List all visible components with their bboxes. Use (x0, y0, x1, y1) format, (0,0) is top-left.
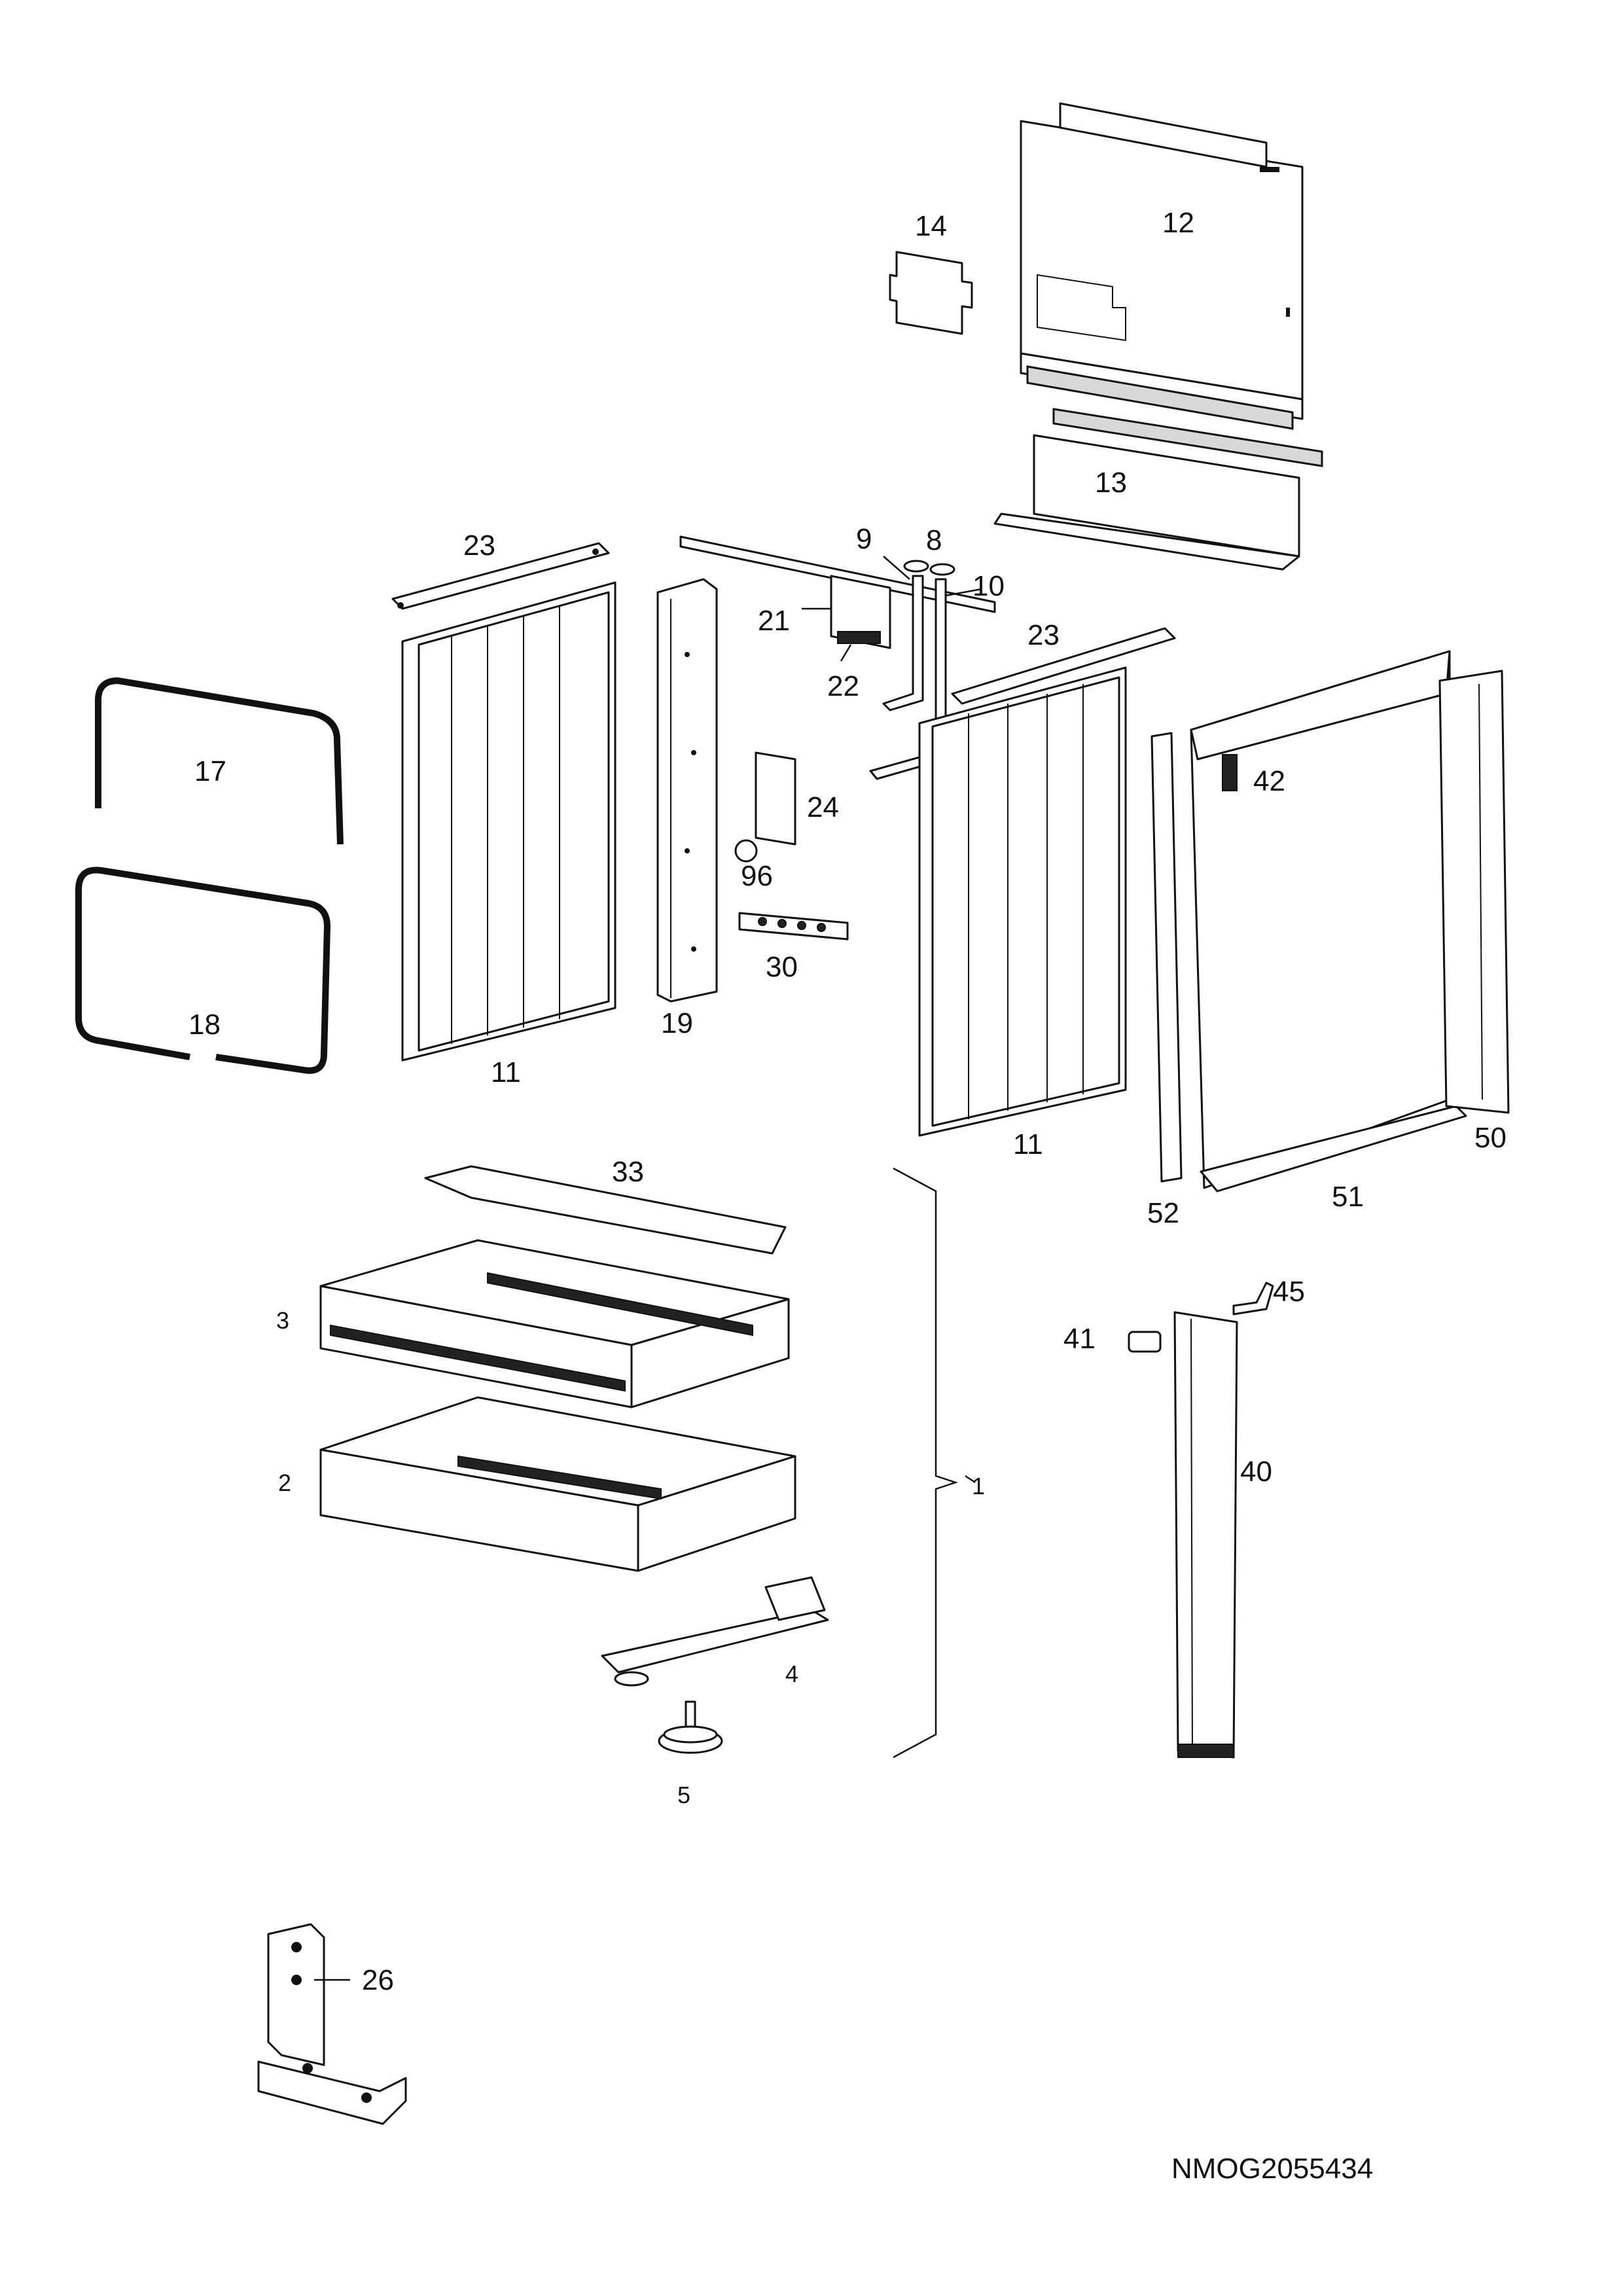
part-23-top-rail-left (391, 542, 610, 610)
part-51-door-panel (1190, 650, 1467, 1193)
part-45-hinge-pin (1232, 1282, 1274, 1316)
part-33-base-plate (424, 1165, 787, 1255)
callout-30: 30 (766, 951, 798, 983)
part-41-end-cap (1128, 1331, 1162, 1353)
part-19-vertical-post (656, 578, 718, 1003)
callout-33: 33 (612, 1156, 644, 1188)
part-5-adjustable-foot (658, 1700, 723, 1754)
callout-11b: 11 (1013, 1128, 1043, 1160)
callout-50: 50 (1474, 1122, 1507, 1154)
part-40-column (1173, 1311, 1238, 1759)
part-50-side-strip (1438, 670, 1510, 1114)
part-96-knob (734, 839, 758, 863)
callout-labels: 12 14 13 23 9 8 10 21 22 23 17 24 96 42 … (188, 207, 1507, 1996)
callout-19: 19 (661, 1007, 693, 1039)
callout-17: 17 (194, 755, 226, 787)
callout-5: 5 (677, 1782, 690, 1808)
callout-11a: 11 (491, 1056, 521, 1088)
part-4-leg-rail (601, 1576, 829, 1687)
part-23-top-rail-right (951, 627, 1176, 705)
part-14-cover-plate (889, 251, 973, 335)
callout-52: 52 (1147, 1197, 1179, 1229)
callout-10: 10 (972, 570, 1005, 602)
part-2-lower-frame (319, 1396, 796, 1572)
callout-40: 40 (1240, 1456, 1272, 1488)
callout-3: 3 (276, 1307, 289, 1334)
callout-1: 1 (972, 1473, 985, 1499)
part-24-plate (755, 751, 796, 846)
callout-24: 24 (807, 791, 839, 823)
callout-96: 96 (741, 860, 773, 892)
callout-42: 42 (1253, 765, 1285, 797)
part-8-grommets (903, 560, 955, 576)
callout-21: 21 (758, 605, 790, 637)
part-3-upper-frame (319, 1239, 790, 1408)
callout-4: 4 (785, 1660, 798, 1687)
part-30-terminal-strip (738, 912, 849, 941)
part-21-crossbar-bracket (679, 535, 996, 649)
group-bracket-1 (893, 1167, 958, 1759)
part-52-edge-trim (1150, 732, 1183, 1183)
part-17-gasket (95, 677, 344, 845)
callout-41: 41 (1063, 1323, 1096, 1355)
part-11-side-panel-left (401, 581, 616, 1062)
part-26-mounting-bracket (257, 1923, 407, 2125)
part-18-gasket (75, 867, 331, 1074)
callout-8: 8 (926, 524, 942, 556)
callout-18: 18 (188, 1009, 221, 1041)
callout-23b: 23 (1027, 619, 1060, 651)
callout-26: 26 (362, 1964, 394, 1996)
part-42-latch (1222, 754, 1238, 791)
callout-45: 45 (1273, 1276, 1305, 1308)
callout-12: 12 (1162, 207, 1194, 239)
part-13-bottom-channel (993, 408, 1323, 571)
callout-51: 51 (1332, 1181, 1364, 1213)
callout-13: 13 (1095, 467, 1127, 499)
callout-9: 9 (856, 523, 872, 555)
callout-23a: 23 (463, 529, 495, 562)
callout-22: 22 (827, 670, 859, 702)
part-11-side-panel-right (918, 666, 1127, 1137)
callout-2: 2 (278, 1469, 291, 1496)
document-id: NMOG2055434 (1171, 2153, 1373, 2185)
callout-14: 14 (915, 210, 947, 242)
leader-lines (314, 556, 982, 1981)
part-12-rear-panel (1020, 102, 1304, 430)
